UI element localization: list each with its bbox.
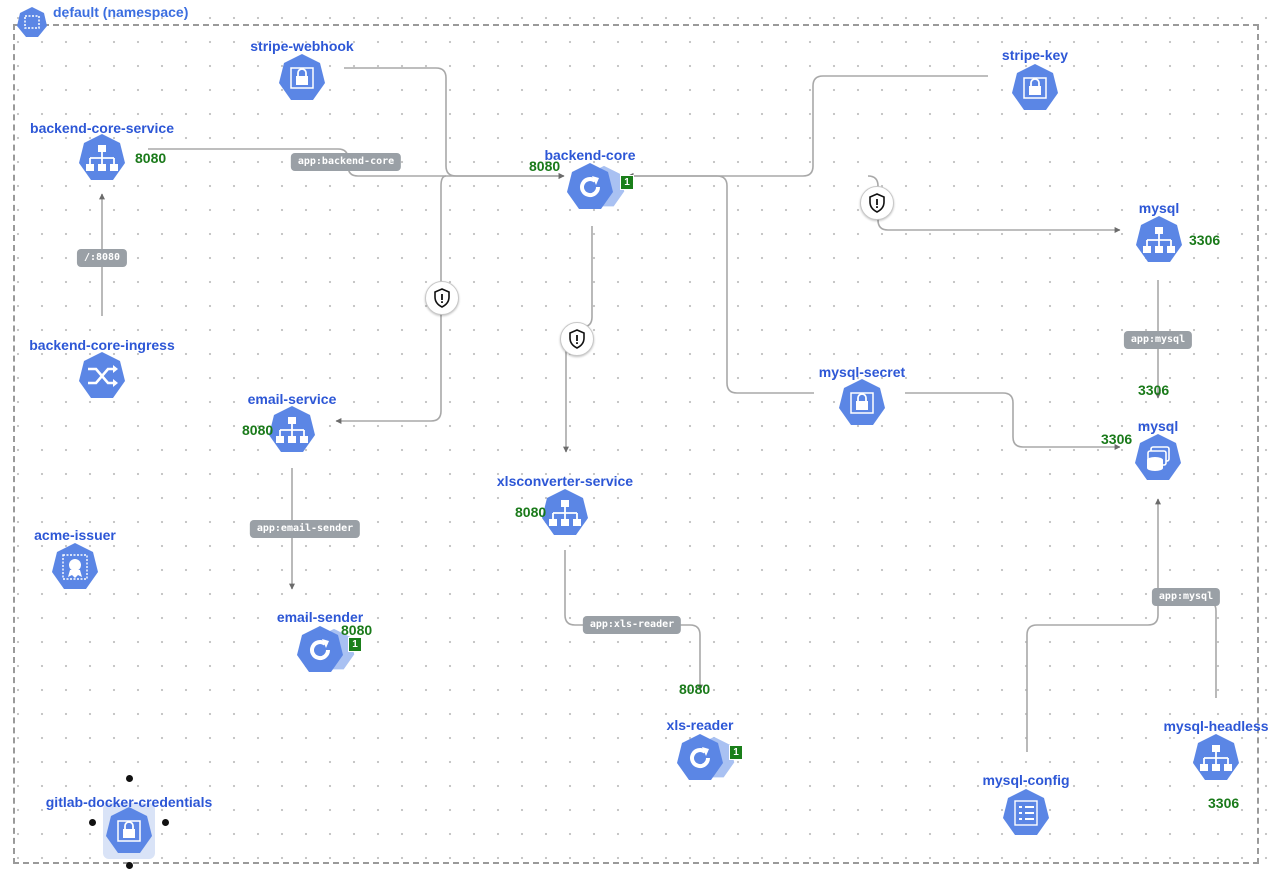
node-label: mysql-secret [818,364,906,380]
secret-icon [106,807,152,853]
node-label: backend-core [544,147,636,163]
namespace-icon[interactable] [16,6,48,38]
port-label: 8080 [679,681,711,697]
edge-label-pill: app:mysql [1151,588,1221,606]
namespace-boundary [13,24,1259,864]
network-policy-icon[interactable] [425,281,459,315]
secret-icon [839,379,885,425]
network-policy-icon[interactable] [860,186,894,220]
edge-stripe-key-backend-core [627,75,988,179]
resize-handle-left[interactable] [89,819,96,826]
node-label: stripe-webhook [250,38,354,54]
node-label: mysql-config [982,772,1070,788]
edge-label-pill: /:8080 [76,249,128,267]
port-label: 8080 [529,158,561,174]
edge-backend-core-email-service [335,175,447,424]
edge-label-pill: app:email-sender [249,520,361,538]
namespace-label: default (namespace) [53,4,189,20]
edge-mysql-secret-backend-core [627,173,814,394]
deployment-icon [297,626,343,672]
node-label: gitlab-docker-credentials [45,794,213,810]
issuer-icon [52,543,98,589]
statefulset-icon [1135,434,1181,480]
replica-count-badge: 1 [620,175,634,190]
service-icon [269,406,315,452]
edge-backend-core-mysql-service [867,175,1121,233]
node-label: mysql [1137,418,1179,434]
port-label: 8080 [341,622,373,638]
ingress-icon [79,352,125,398]
node-label: email-sender [276,609,364,625]
node-label: email-service [247,391,337,407]
secret-icon [1012,64,1058,110]
deployment-icon [567,163,613,209]
node-label: backend-core-ingress [29,337,175,353]
edge-mysql-secret-mysql-statefulset [905,392,1121,450]
replica-count-badge: 1 [729,745,743,760]
port-label: 3306 [1189,232,1221,248]
port-label-in: 3306 [1138,382,1170,398]
replica-count-badge: 1 [348,637,362,652]
port-label: 8080 [135,150,167,166]
node-label: mysql [1138,200,1180,216]
edge-mysql-config-mysql-statefulset [1026,498,1161,752]
service-icon [1193,734,1239,780]
port-label: 8080 [242,422,274,438]
deployment-icon [677,734,723,780]
service-icon [1136,216,1182,262]
node-label: backend-core-service [30,120,174,136]
secret-icon [279,54,325,100]
node-label: xlsconverter-service [496,473,634,489]
configmap-icon [1003,789,1049,835]
edge-label-pill: app:xls-reader [582,616,682,634]
node-label: stripe-key [1001,47,1069,63]
resize-handle-top[interactable] [126,775,133,782]
service-icon [79,134,125,180]
node-label: acme-issuer [34,527,116,543]
port-label-left: 3306 [1101,431,1133,447]
node-label: xls-reader [666,717,734,733]
node-label: mysql-headless [1163,718,1269,734]
port-label: 3306 [1208,795,1240,811]
edge-label-pill: app:backend-core [290,153,402,171]
resize-handle-bottom[interactable] [126,862,133,869]
network-policy-icon[interactable] [560,322,594,356]
edge-label-pill: app:mysql [1123,331,1193,349]
port-label: 8080 [515,504,547,520]
resize-handle-right[interactable] [162,819,169,826]
service-icon [542,489,588,535]
